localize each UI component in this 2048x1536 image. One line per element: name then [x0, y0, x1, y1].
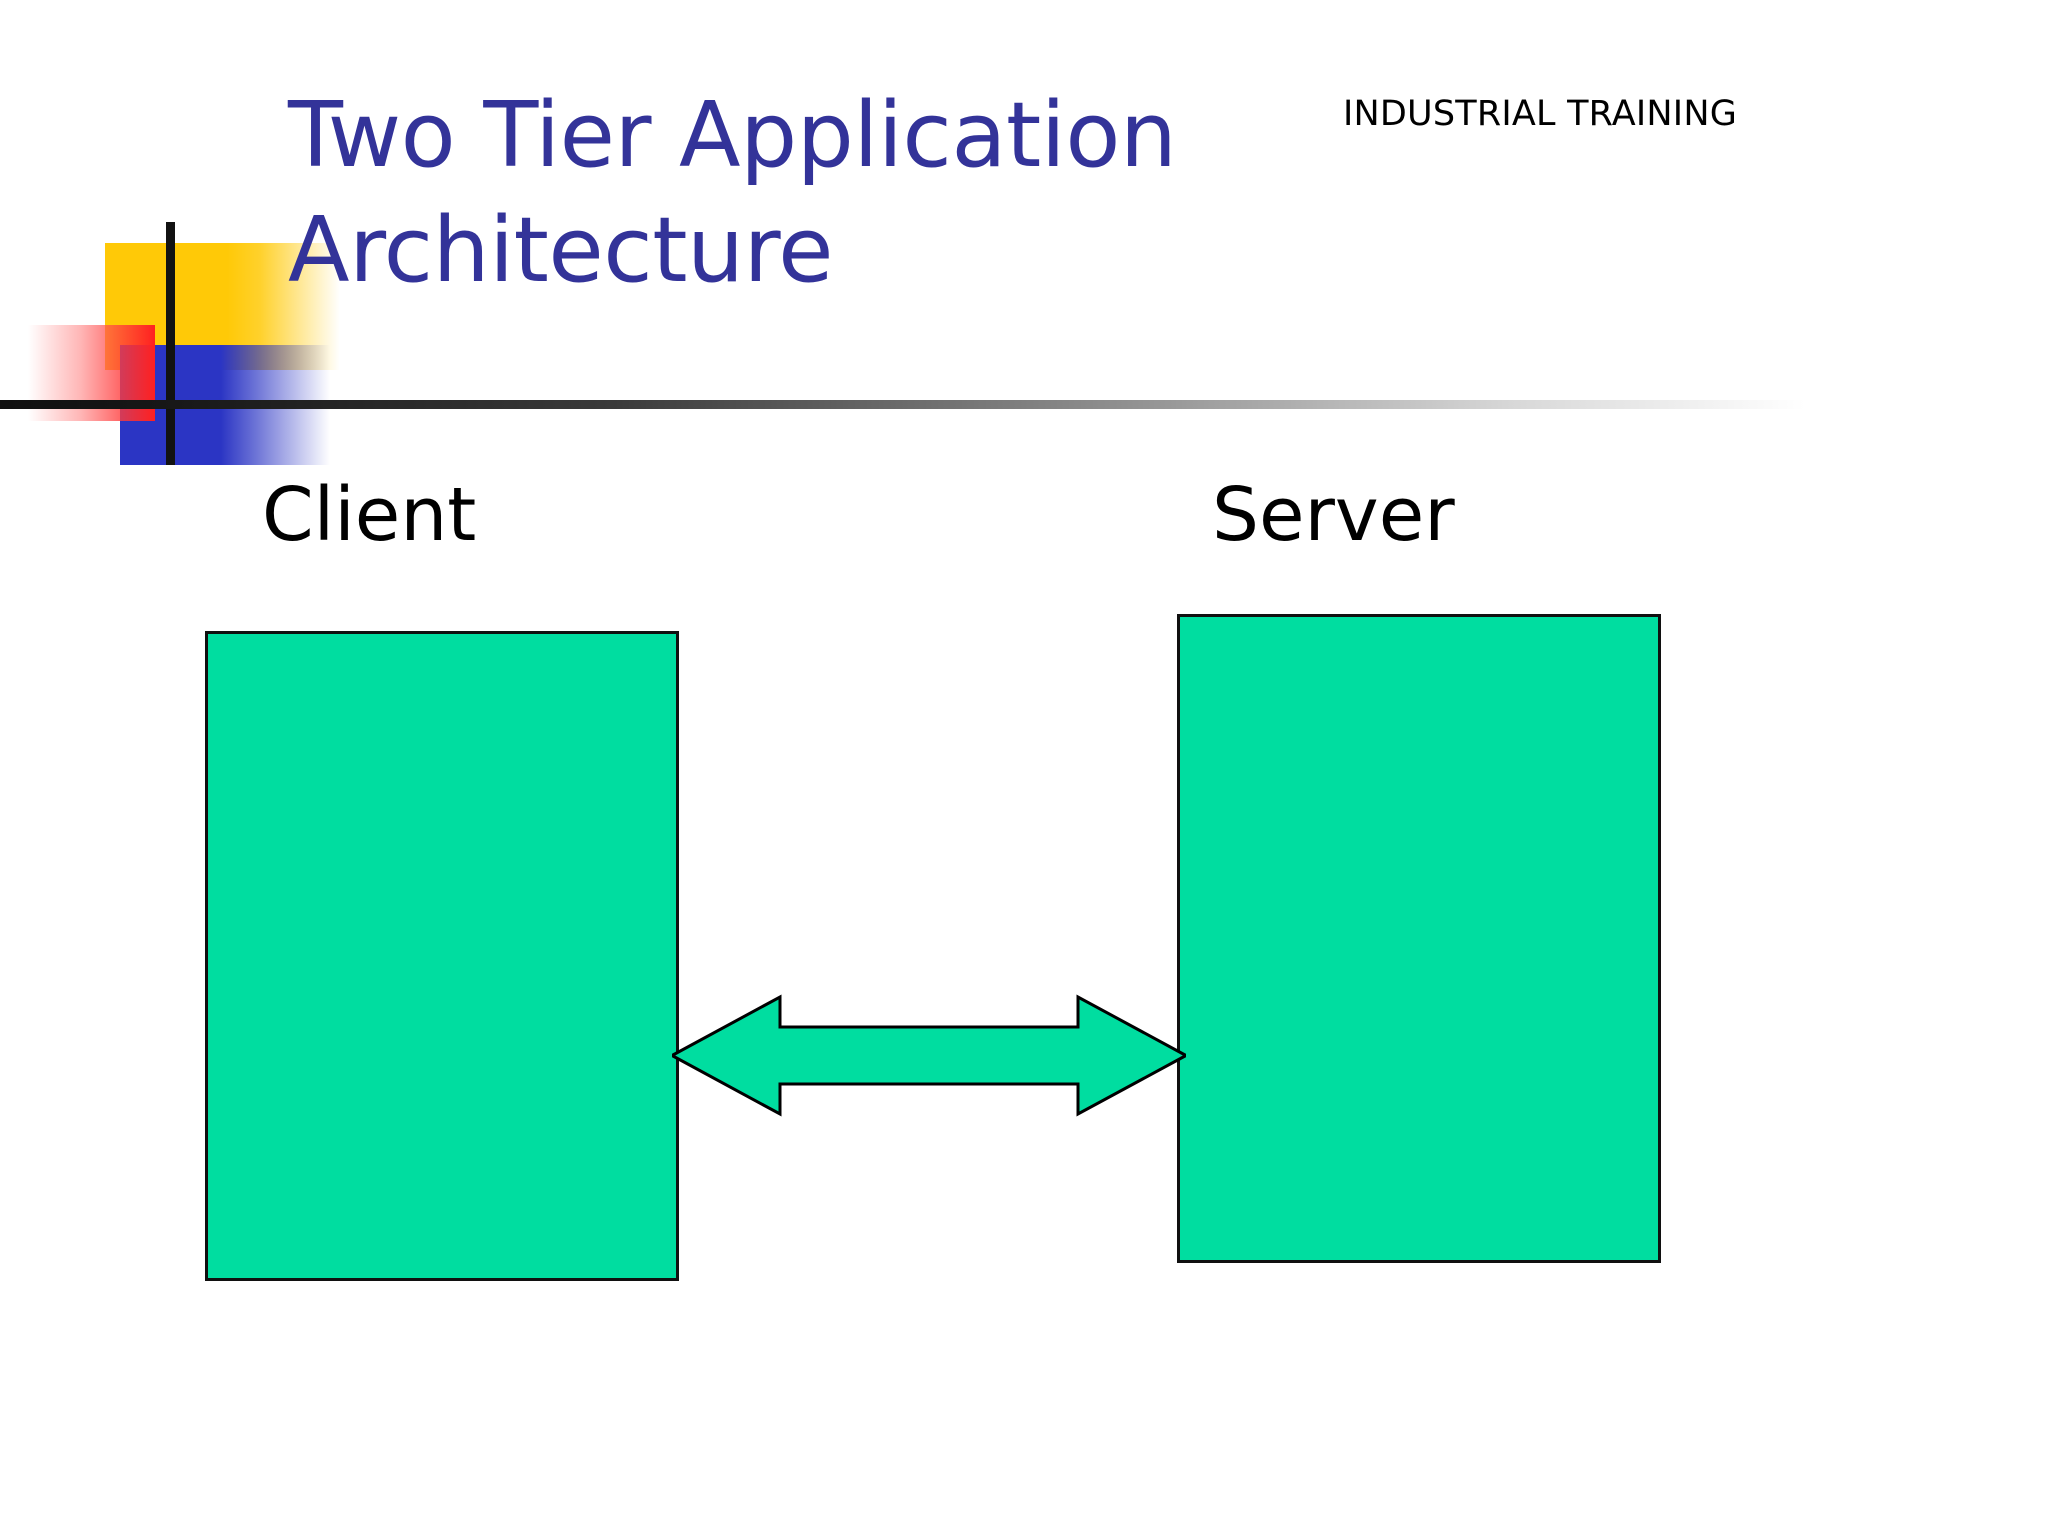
- arrow-shape: [672, 994, 1186, 1117]
- title-underline-rule: [0, 400, 1805, 409]
- client-tier-label: Client: [262, 472, 477, 558]
- server-tier-box: [1177, 614, 1661, 1263]
- client-tier-box: [205, 631, 679, 1281]
- course-label: INDUSTRIAL TRAINING: [1343, 94, 1738, 134]
- slide-title: Two Tier Application Architecture: [288, 83, 1177, 304]
- bidirectional-arrow-icon: [672, 988, 1186, 1123]
- logo-vertical-rule: [166, 222, 175, 465]
- server-tier-label: Server: [1212, 472, 1455, 558]
